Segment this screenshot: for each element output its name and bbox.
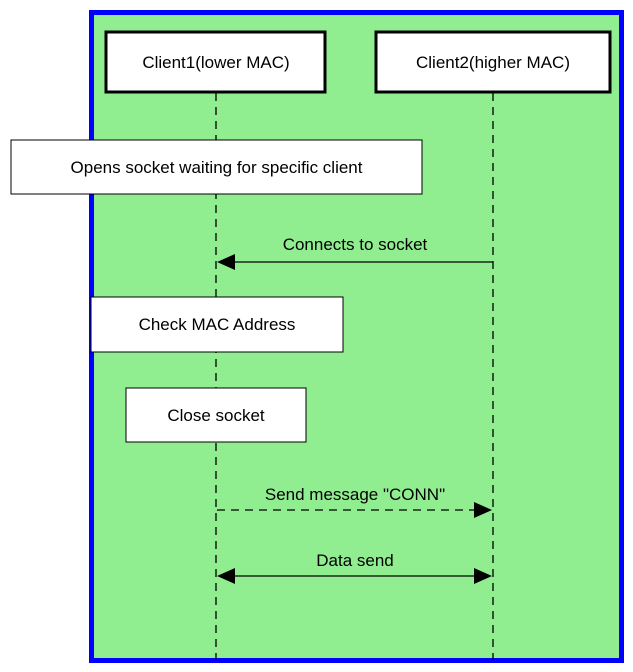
- message-connects-label: Connects to socket: [283, 235, 428, 254]
- note-check-mac: Check MAC Address: [90, 296, 344, 353]
- message-send-conn-label: Send message "CONN": [265, 485, 445, 504]
- note-opens-socket: Opens socket waiting for specific client: [10, 139, 423, 195]
- message-connects-arrowhead: [217, 254, 235, 270]
- message-send-conn-arrowhead: [474, 502, 492, 518]
- message-data-send-arrowhead-left: [217, 568, 235, 584]
- message-connects: Connects to socket: [217, 235, 493, 270]
- message-send-conn: Send message "CONN": [217, 485, 492, 518]
- participant-client1-label: Client1(lower MAC): [142, 53, 289, 72]
- participant-client2: Client2(higher MAC): [374, 30, 612, 94]
- note-close-socket: Close socket: [125, 387, 307, 443]
- note-close-socket-text: Close socket: [167, 406, 265, 425]
- message-data-send-arrowhead-right: [474, 568, 492, 584]
- message-data-send: Data send: [217, 551, 492, 584]
- participant-client1: Client1(lower MAC): [104, 30, 327, 94]
- note-check-mac-text: Check MAC Address: [139, 315, 296, 334]
- note-opens-socket-text: Opens socket waiting for specific client: [71, 158, 363, 177]
- message-data-send-label: Data send: [316, 551, 394, 570]
- participant-client2-label: Client2(higher MAC): [416, 53, 570, 72]
